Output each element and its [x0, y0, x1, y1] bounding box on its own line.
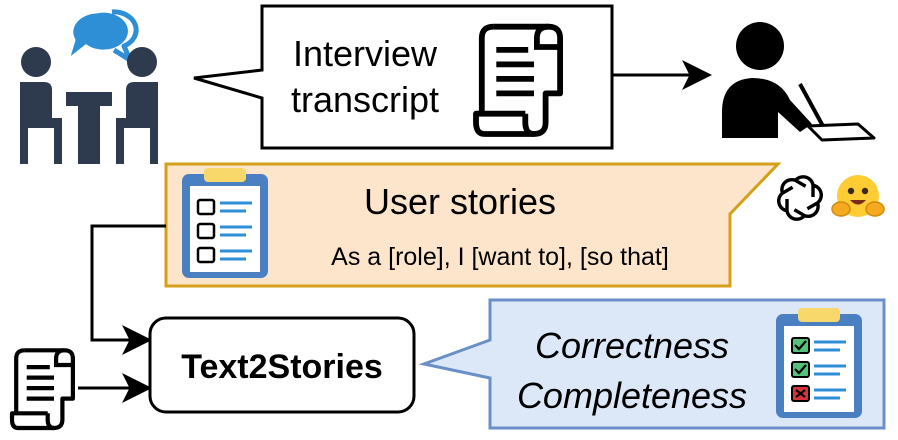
- interview-label-line1: Interview: [293, 33, 438, 74]
- hugging-face-icon: [831, 175, 885, 217]
- interview-transcript-callout: Interview transcript: [193, 4, 614, 150]
- openai-logo-icon: [777, 175, 823, 221]
- interview-label-line2: transcript: [291, 79, 439, 120]
- clipboard-evaluation-icon: [776, 308, 862, 418]
- tool-name: Text2Stories: [181, 348, 383, 386]
- metric-correctness: Correctness: [535, 325, 729, 366]
- metric-completeness: Completeness: [517, 375, 747, 416]
- user-stories-template: As a [role], I [want to], [so that]: [331, 243, 669, 271]
- arrow-stories-to-tool: [90, 224, 166, 355]
- user-stories-title: User stories: [364, 181, 556, 222]
- text2stories-box: Text2Stories: [148, 316, 416, 414]
- user-stories-callout: User stories As a [role], I [want to], […: [164, 162, 782, 288]
- meeting-people-icon: [20, 9, 158, 164]
- scroll-document-input-icon: [12, 350, 73, 428]
- person-writing-icon: [722, 22, 876, 142]
- clipboard-checklist-icon: [182, 168, 268, 278]
- metrics-callout: Correctness Completeness: [418, 298, 886, 430]
